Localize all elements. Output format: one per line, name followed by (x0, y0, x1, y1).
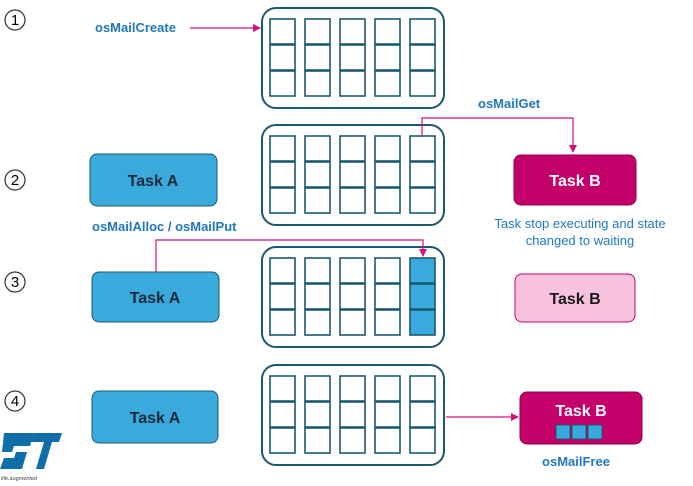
step-3-marker: 3 (4, 271, 26, 293)
mail-slot (304, 401, 331, 428)
task-b-label: Task B (555, 403, 606, 420)
call-os-mail-create: osMailCreate (95, 20, 176, 35)
call-os-mail-get: osMailGet (478, 96, 541, 111)
mail-slot (339, 427, 366, 454)
mail-slot (374, 187, 401, 214)
mail-slot (409, 135, 436, 162)
mail-slot (409, 401, 436, 428)
mail-slot (374, 375, 401, 402)
mail-slot (339, 70, 366, 97)
mailbox-3 (261, 246, 445, 348)
task-a-label: Task A (128, 173, 179, 190)
step-3-number: 3 (11, 274, 19, 291)
mail-slot (339, 44, 366, 71)
mail-slot (409, 427, 436, 454)
mail-slot (409, 375, 436, 402)
mail-slot (339, 375, 366, 402)
mailbox-1 (261, 7, 445, 109)
mail-slot (339, 257, 366, 284)
step-1-number: 1 (11, 12, 19, 29)
mail-slot (339, 18, 366, 45)
mail-slot-filled (409, 257, 436, 284)
waiting-note-line-1: Task stop executing and state (494, 216, 665, 231)
call-os-mail-free: osMailFree (542, 454, 610, 469)
task-a-step-2: Task A (89, 153, 218, 207)
mail-slot (269, 135, 296, 162)
mail-slot (304, 309, 331, 336)
task-b-step-3: Task B (514, 273, 636, 323)
mail-slot (269, 427, 296, 454)
mail-slot (304, 187, 331, 214)
mail-block-1 (555, 424, 571, 440)
mail-slot (374, 18, 401, 45)
get-arrow (421, 117, 577, 153)
mail-slot (269, 401, 296, 428)
mail-slot (339, 161, 366, 188)
mail-slot (269, 283, 296, 310)
step-4-number: 4 (11, 393, 19, 410)
task-b-step-2: Task B (513, 154, 637, 206)
task-b-label: Task B (549, 291, 600, 308)
mail-block-2 (571, 424, 587, 440)
mail-slot (269, 161, 296, 188)
mail-slot (304, 161, 331, 188)
task-a-step-3: Task A (91, 271, 220, 323)
mail-slot (304, 135, 331, 162)
logo-tagline: life.augmented (1, 476, 38, 482)
mail-slot-filled (409, 309, 436, 336)
mail-slot (374, 70, 401, 97)
mail-slot (269, 309, 296, 336)
step-4-marker: 4 (4, 390, 26, 412)
task-b-step-4: Task B (519, 391, 643, 445)
mail-slot (374, 283, 401, 310)
mail-block-3 (587, 424, 603, 440)
task-a-label: Task A (130, 410, 181, 427)
mail-slot-filled (409, 283, 436, 310)
step-2-number: 2 (11, 172, 19, 189)
mail-slot (374, 427, 401, 454)
task-b-label: Task B (549, 173, 600, 190)
waiting-note-line-2: changed to waiting (526, 233, 634, 248)
mail-slot (304, 18, 331, 45)
mail-slot (339, 283, 366, 310)
mail-slot (409, 44, 436, 71)
mail-slot (269, 70, 296, 97)
mail-slot (304, 257, 331, 284)
mail-slot (269, 187, 296, 214)
mail-slot (304, 375, 331, 402)
step-2-marker: 2 (4, 169, 26, 191)
mail-slot (374, 309, 401, 336)
mail-slot (269, 44, 296, 71)
mail-slot (409, 161, 436, 188)
mailbox-4 (261, 364, 445, 466)
mail-slot (304, 70, 331, 97)
mail-slot (339, 309, 366, 336)
mail-slot (269, 18, 296, 45)
step-1-marker: 1 (4, 9, 26, 31)
mailbox-2 (261, 124, 445, 226)
task-a-step-4: Task A (91, 390, 219, 444)
mail-slot (374, 161, 401, 188)
mail-slot (409, 70, 436, 97)
mail-slot (339, 135, 366, 162)
mail-slot (374, 44, 401, 71)
mail-slot (339, 187, 366, 214)
call-os-mail-alloc-put: osMailAlloc / osMailPut (92, 219, 237, 234)
mail-slot (374, 257, 401, 284)
mail-slot (269, 257, 296, 284)
mail-slot (374, 401, 401, 428)
mail-slot (339, 401, 366, 428)
st-logo-icon (0, 433, 62, 469)
mail-slot (409, 18, 436, 45)
task-a-label: Task A (130, 290, 181, 307)
mail-slot (269, 375, 296, 402)
mail-slot (304, 427, 331, 454)
mail-slot (304, 44, 331, 71)
mail-slot (409, 187, 436, 214)
mail-slot (304, 283, 331, 310)
put-arrow (155, 239, 427, 272)
mail-slot (374, 135, 401, 162)
